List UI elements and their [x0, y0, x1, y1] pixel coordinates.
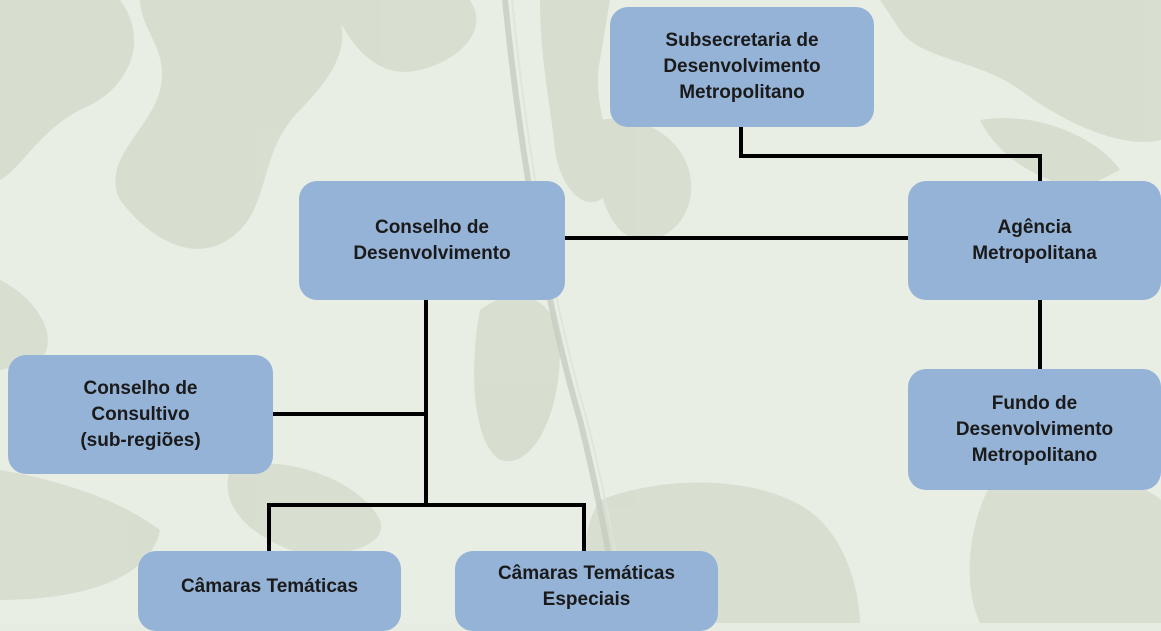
node-conselho-consultivo-label: Conselho de Consultivo (sub-regiões) — [80, 377, 201, 451]
node-subsecretaria: Subsecretaria de Desenvolvimento Metropo… — [610, 7, 874, 127]
node-fundo: Fundo de Desenvolvimento Metropolitano — [908, 369, 1161, 490]
connector-subsecretaria-agencia — [739, 127, 1042, 181]
node-subsecretaria-label: Subsecretaria de Desenvolvimento Metropo… — [663, 30, 821, 103]
connector-camaras-bracket — [267, 503, 586, 551]
node-camaras-tematicas-especiais: Câmaras Temáticas Especiais — [455, 551, 718, 631]
node-agencia-metropolitana: Agência Metropolitana — [908, 181, 1161, 300]
node-conselho-desenvolvimento-label: Conselho de Desenvolvimento — [353, 216, 511, 264]
node-conselho-desenvolvimento: Conselho de Desenvolvimento — [299, 181, 565, 300]
node-camaras-tematicas-especiais-label: Câmaras Temáticas Especiais — [497, 563, 676, 610]
node-agencia-metropolitana-label: Agência Metropolitana — [972, 216, 1097, 264]
node-fundo-label: Fundo de Desenvolvimento Metropolitano — [955, 392, 1114, 466]
node-conselho-consultivo: Conselho de Consultivo (sub-regiões) — [8, 355, 273, 474]
node-camaras-tematicas-label: Câmaras Temáticas — [180, 576, 359, 597]
node-camaras-tematicas: Câmaras Temáticas — [138, 551, 401, 631]
